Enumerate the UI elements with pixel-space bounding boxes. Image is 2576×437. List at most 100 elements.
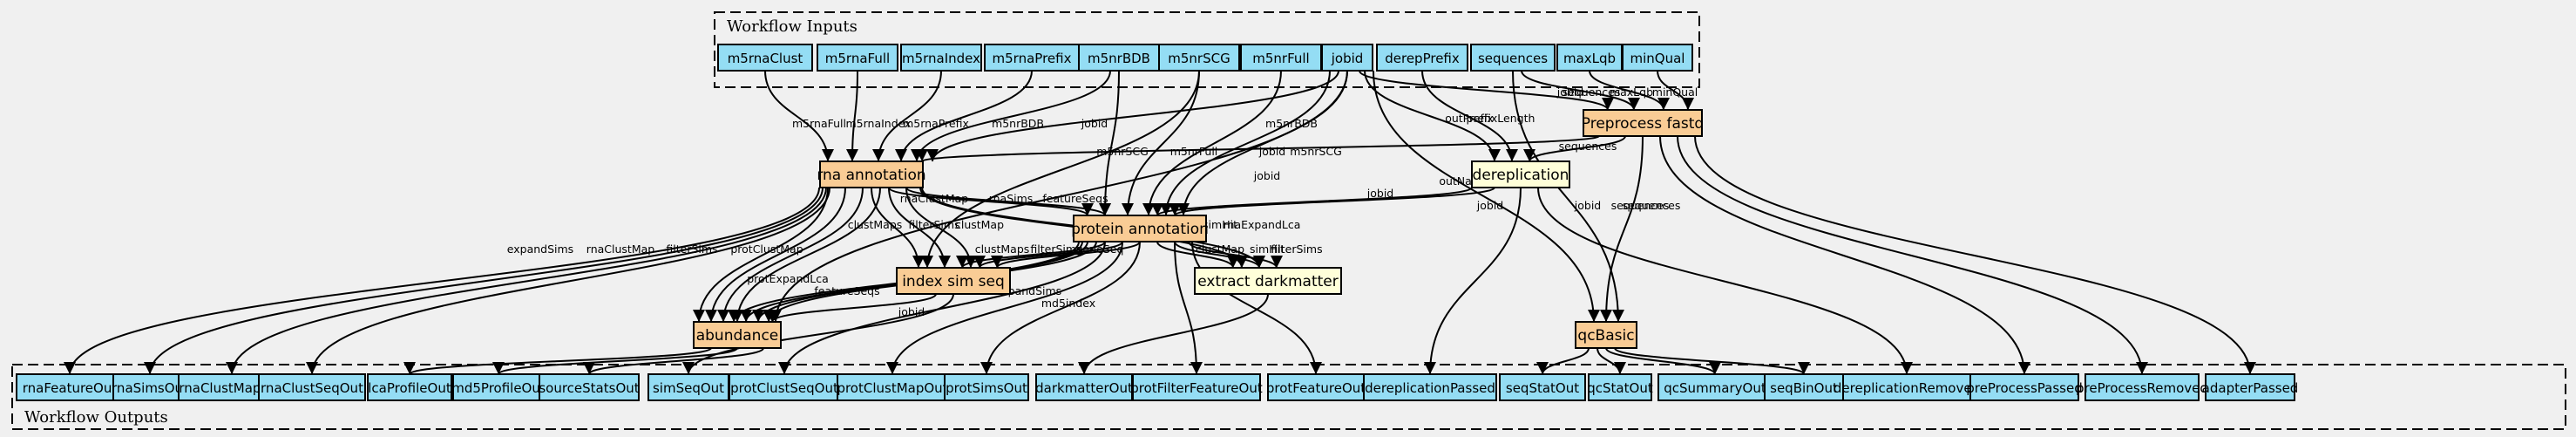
input-m5nr-full-label: m5nrFull xyxy=(1252,51,1309,66)
output-source-stats-out[interactable]: sourceStatsOut xyxy=(539,373,640,401)
output-dereplication-removed[interactable]: dereplicationRemoved xyxy=(1834,373,1980,401)
edge-label: m5nrFull xyxy=(1170,145,1218,158)
output-seq-stat-out-box xyxy=(1499,373,1586,401)
edge-label: jobid xyxy=(1366,187,1393,200)
edge-69 xyxy=(1677,135,2148,375)
edge-65 xyxy=(1605,347,1721,375)
step-rna-annotation[interactable]: rna annotation xyxy=(817,160,926,188)
output-prot-sims-out[interactable]: protSimsOut xyxy=(944,373,1029,401)
step-preprocess-fastq[interactable]: Preprocess fastq xyxy=(1582,109,1704,137)
input-m5nr-bdb[interactable]: m5nrBDB xyxy=(1078,44,1160,72)
edge-6: sequences xyxy=(1523,135,1626,162)
step-index-sim-seq-label: index sim seq xyxy=(902,273,1005,290)
output-qc-summary-out[interactable]: qcSummaryOut xyxy=(1657,373,1773,401)
output-prot-filter-feature-out[interactable]: protFilterFeatureOut xyxy=(1130,373,1263,401)
output-prot-clust-map-out-label: protClustMapOut xyxy=(837,380,947,396)
output-sim-seq-out-label: simSeqOut xyxy=(653,380,724,396)
input-m5rna-full-label: m5rnaFull xyxy=(825,51,890,66)
output-rna-sims-out-box xyxy=(112,373,187,401)
input-m5nr-full-box xyxy=(1240,44,1322,72)
output-dereplication-passed[interactable]: dereplicationPassed xyxy=(1363,373,1497,401)
input-jobid-box xyxy=(1321,44,1373,72)
edge-66 xyxy=(1614,347,1810,375)
edge-label: md5index xyxy=(1041,297,1095,310)
output-prot-clust-map-out-box xyxy=(837,373,948,401)
output-prot-feature-out-label: protFeatureOut xyxy=(1266,380,1366,396)
output-source-stats-out-label: sourceStatsOut xyxy=(539,380,639,396)
input-jobid-label: jobid xyxy=(1331,51,1364,66)
output-qc-stat-out[interactable]: qcStatOut xyxy=(1587,373,1653,401)
edge-42: clustMap xyxy=(1156,241,1244,269)
input-max-lqb[interactable]: maxLqb xyxy=(1556,44,1623,72)
output-rna-feature-out-box xyxy=(16,373,124,401)
edge-59 xyxy=(1078,293,1269,375)
edge-label: filterSims xyxy=(1271,242,1322,256)
input-max-lqb-label: maxLqb xyxy=(1563,51,1616,66)
input-min-qual-box xyxy=(1622,44,1693,72)
edge-3: minQual xyxy=(1652,70,1698,111)
output-rna-feature-out[interactable]: rnaFeatureOut xyxy=(16,373,124,401)
edge-15: m5nrBDB xyxy=(895,70,1044,162)
output-prot-feature-out-box xyxy=(1267,373,1365,401)
input-jobid[interactable]: jobid xyxy=(1321,44,1373,72)
output-rna-sims-out[interactable]: rnaSimsOut xyxy=(112,373,188,401)
step-rna-annotation-box xyxy=(819,160,924,188)
output-lca-profile-out[interactable]: lcaProfileOut xyxy=(367,373,452,401)
inputs-cluster-label: Workflow Inputs xyxy=(727,17,858,36)
input-m5rna-clust[interactable]: m5rnaClust xyxy=(717,44,813,72)
output-md5-profile-out[interactable]: md5ProfileOut xyxy=(451,373,546,401)
output-prot-feature-out[interactable]: protFeatureOut xyxy=(1266,373,1366,401)
step-qc-basic[interactable]: qcBasic xyxy=(1575,321,1637,349)
output-pre-process-passed[interactable]: preProcessPassed xyxy=(1966,373,2083,401)
output-pre-process-removed[interactable]: preProcessRemoved xyxy=(2076,373,2208,401)
edge-2: maxLqb xyxy=(1589,70,1670,111)
output-lca-profile-out-box xyxy=(367,373,452,401)
input-m5nr-full[interactable]: m5nrFull xyxy=(1240,44,1322,72)
step-abundance[interactable]: abundance xyxy=(693,321,782,349)
input-sequences[interactable]: sequences xyxy=(1470,44,1556,72)
input-m5rna-full[interactable]: m5rnaFull xyxy=(817,44,898,72)
output-dereplication-passed-box xyxy=(1363,373,1497,401)
output-seq-bin-out-box xyxy=(1764,373,1844,401)
edge-36: jobid xyxy=(769,70,1393,323)
input-sequences-box xyxy=(1470,44,1556,72)
inputs-cluster xyxy=(714,11,1700,88)
output-prot-clust-seq-out[interactable]: protClustSeqOut xyxy=(729,373,840,401)
edge-label: outPrefix xyxy=(1445,112,1494,125)
input-m5rna-index-label: m5rnaIndex xyxy=(902,51,980,66)
output-md5-profile-out-box xyxy=(452,373,545,401)
input-m5nr-bdb-box xyxy=(1078,44,1160,72)
edge-1: sequences xyxy=(1521,70,1640,111)
edge-label: expandSims xyxy=(507,242,573,256)
output-seq-stat-out[interactable]: seqStatOut xyxy=(1499,373,1586,401)
output-rna-sims-out-label: rnaSimsOut xyxy=(112,380,188,396)
edge-label: clustMaps xyxy=(975,242,1030,256)
input-min-qual[interactable]: minQual xyxy=(1622,44,1693,72)
output-sim-seq-out[interactable]: simSeqOut xyxy=(647,373,729,401)
edge-47: jobid xyxy=(766,293,937,323)
output-prot-clust-map-out[interactable]: protClustMapOut xyxy=(837,373,948,401)
output-prot-filter-feature-out-label: protFilterFeatureOut xyxy=(1130,380,1263,396)
edge-label: sequences xyxy=(1559,140,1617,153)
output-rna-clust-seq-out[interactable]: rnaClustSeqOut xyxy=(258,373,366,401)
edge-label: jobid xyxy=(1253,169,1280,182)
input-m5rna-index[interactable]: m5rnaIndex xyxy=(900,44,982,72)
edge-label: minQual xyxy=(1652,85,1698,99)
step-abundance-label: abundance xyxy=(696,327,779,345)
step-extract-darkmatter[interactable]: extract darkmatter xyxy=(1194,267,1342,295)
edge-54 xyxy=(583,347,764,375)
input-m5rna-prefix[interactable]: m5rnaPrefix xyxy=(984,44,1080,72)
output-adapter-passed[interactable]: adapterPassed xyxy=(2202,373,2299,401)
step-index-sim-seq[interactable]: index sim seq xyxy=(896,267,1011,295)
input-m5nr-scg[interactable]: m5nrSCG xyxy=(1158,44,1240,72)
step-protein-annotation[interactable]: protein annotation xyxy=(1071,215,1209,242)
step-dereplication[interactable]: dereplication xyxy=(1471,160,1570,188)
output-darkmatter-out[interactable]: darkmatterOut xyxy=(1035,373,1133,401)
input-derep-prefix[interactable]: derepPrefix xyxy=(1376,44,1468,72)
output-seq-bin-out[interactable]: seqBinOut xyxy=(1764,373,1844,401)
input-m5rna-clust-label: m5rnaClust xyxy=(728,51,803,66)
edge-62 xyxy=(1424,187,1522,375)
edge-39: clustMaps xyxy=(956,241,1106,269)
input-m5rna-full-box xyxy=(817,44,898,72)
